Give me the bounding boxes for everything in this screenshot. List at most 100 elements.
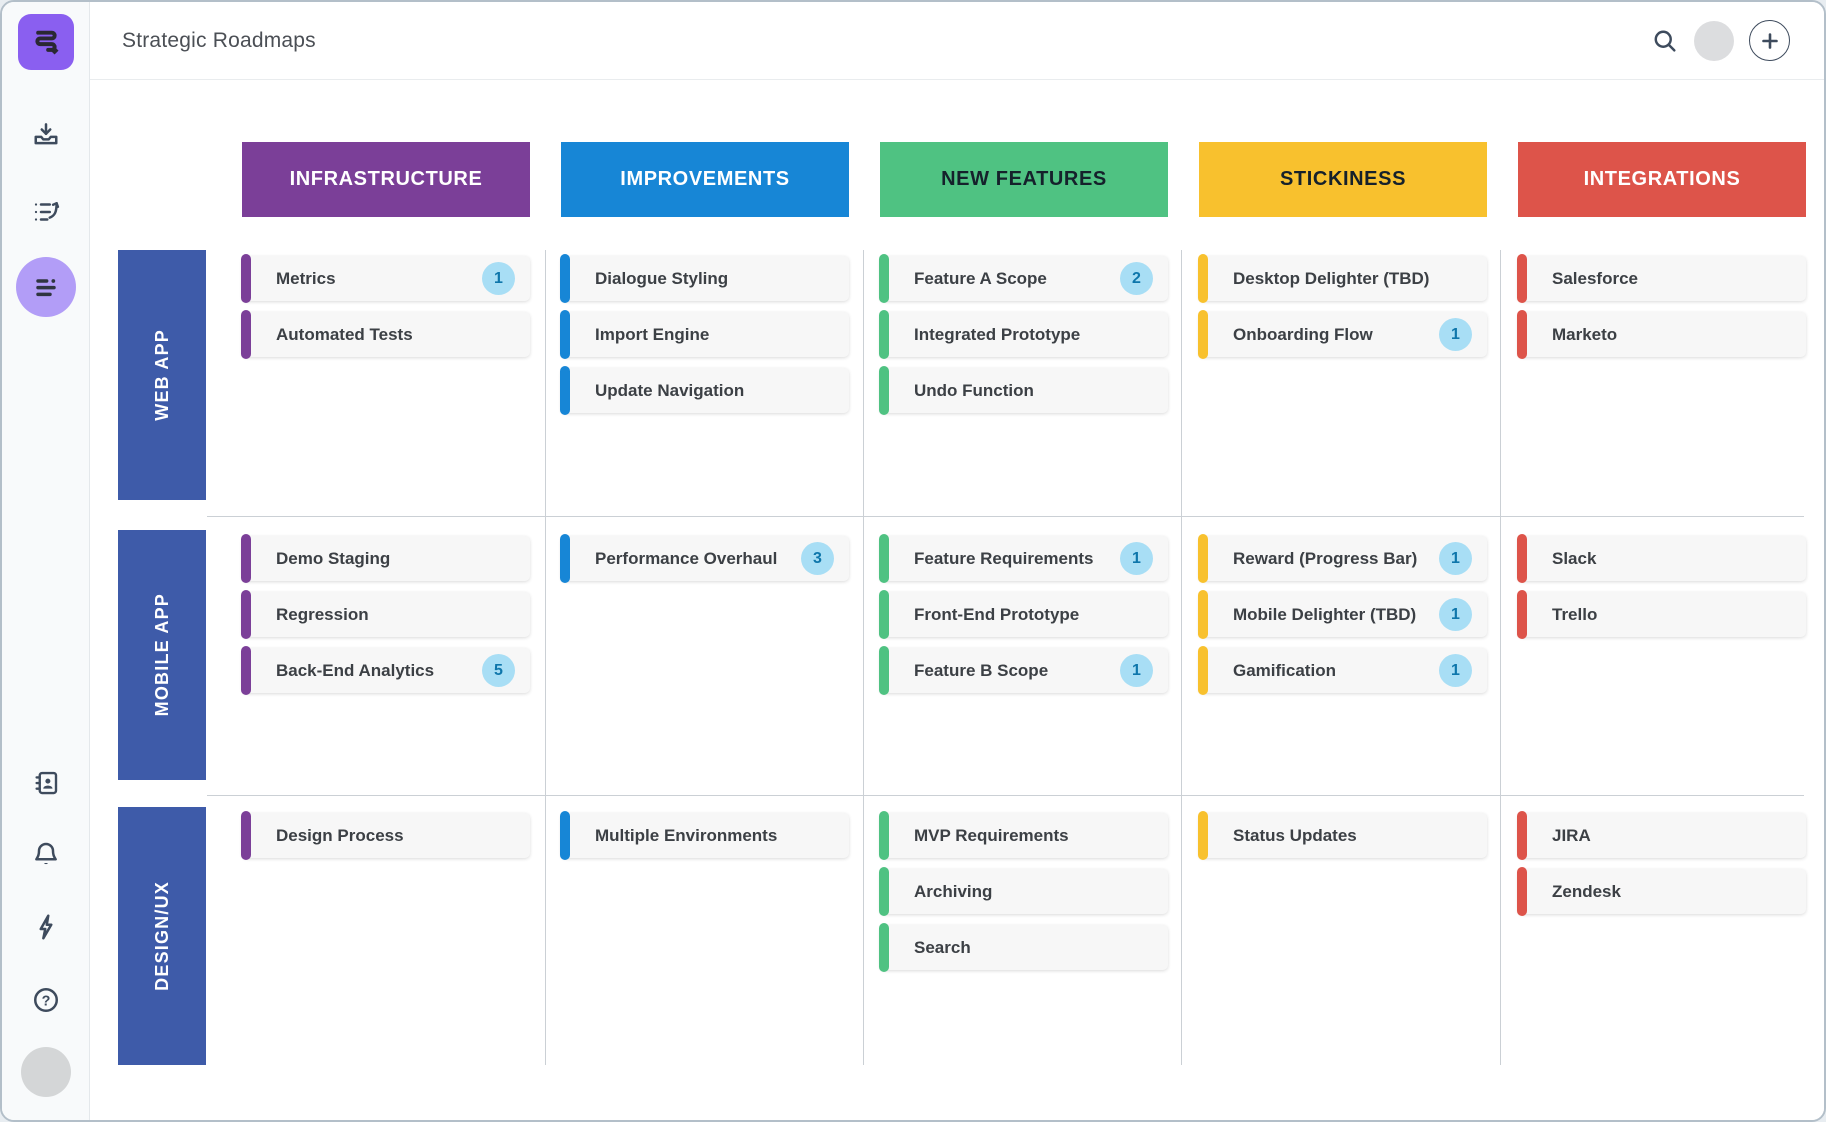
import-tray-icon[interactable] [22,111,70,159]
roadmap-card[interactable]: Zendesk [1517,867,1806,916]
row-label-web-app[interactable]: WEB APP [118,250,206,500]
card-label: MVP Requirements [914,825,1069,845]
row-label-mobile-app[interactable]: MOBILE APP [118,530,206,780]
roadmap-card[interactable]: Slack [1517,534,1806,583]
card-label: Status Updates [1233,825,1357,845]
card-label: Feature B Scope [914,660,1049,680]
row-divider [207,795,1804,796]
roadmap-card[interactable]: Design Process [241,811,530,860]
roadmap-card[interactable]: Feature B Scope 1 [879,646,1168,695]
activity-bolt-icon[interactable] [22,903,70,951]
row-label-design-ux[interactable]: DESIGN/UX [118,807,206,1065]
card-color-bar [1517,534,1527,583]
roadmap-card[interactable]: Integrated Prototype [879,310,1168,359]
roadmap-card[interactable]: Regression [241,590,530,639]
card-color-bar [879,254,889,303]
roadmap-card[interactable]: Salesforce [1517,254,1806,303]
search-icon[interactable] [1651,27,1679,55]
card-color-bar [1198,534,1208,583]
cell-design-ux-integrations: JIRA Zendesk [1517,811,1806,1065]
card-label: Archiving [914,881,993,901]
roadmap-card[interactable]: Demo Staging [241,534,530,583]
roadmap-card[interactable]: Metrics 1 [241,254,530,303]
roadmap-card[interactable]: Status Updates [1198,811,1487,860]
card-label: Demo Staging [276,548,391,568]
roadmap-card[interactable]: Automated Tests [241,310,530,359]
roadmap-card[interactable]: Trello [1517,590,1806,639]
roadmap-card[interactable]: JIRA [1517,811,1806,860]
card-label: Gamification [1233,660,1336,680]
card-count-badge: 5 [482,654,515,687]
card-label: Multiple Environments [595,825,778,845]
column-header-improvements[interactable]: IMPROVEMENTS [561,142,849,217]
roadmap-card[interactable]: Undo Function [879,366,1168,415]
cell-design-ux-stickiness: Status Updates [1198,811,1487,1065]
column-header-label: IMPROVEMENTS [620,168,790,190]
roadmap-card[interactable]: MVP Requirements [879,811,1168,860]
roadmap-card[interactable]: Front-End Prototype [879,590,1168,639]
card-color-bar [1517,590,1527,639]
card-color-bar [241,590,251,639]
swimlane-design-ux: DESIGN/UX Design Process Multiple Environm… [118,807,1806,1065]
card-label: Integrated Prototype [914,324,1081,344]
column-header-infrastructure[interactable]: INFRASTRUCTURE [242,142,530,217]
card-color-bar [1517,310,1527,359]
card-label: Slack [1552,548,1597,568]
card-color-bar [879,867,889,916]
card-color-bar [879,366,889,415]
roadmap-card[interactable]: Gamification 1 [1198,646,1487,695]
roadmap-card[interactable]: Update Navigation [560,366,849,415]
roadmap-card[interactable]: Search [879,923,1168,972]
roadmap-card[interactable]: Desktop Delighter (TBD) [1198,254,1487,303]
roadmap-swimlane-icon[interactable] [16,257,76,317]
topbar-user-avatar[interactable] [1694,20,1734,61]
help-icon[interactable]: ? [22,976,70,1024]
roadmap-card[interactable]: Mobile Delighter (TBD)1 [1198,590,1487,639]
column-header-label: INTEGRATIONS [1583,168,1741,190]
add-new-button[interactable] [1749,20,1790,61]
card-count-badge: 1 [1439,654,1472,687]
column-header-integrations[interactable]: INTEGRATIONS [1518,142,1806,217]
card-color-bar [879,534,889,583]
card-count-badge: 1 [482,262,515,295]
items-list-icon[interactable] [22,188,70,236]
notifications-bell-icon[interactable] [22,830,70,878]
column-header-stickiness[interactable]: STICKINESS [1199,142,1487,217]
roadmap-card[interactable]: Archiving [879,867,1168,916]
column-divider [1500,250,1501,1065]
card-label: Front-End Prototype [914,604,1080,624]
card-color-bar [879,811,889,860]
card-color-bar [879,646,889,695]
roadmap-card[interactable]: Dialogue Styling [560,254,849,303]
svg-text:?: ? [42,993,51,1009]
roadmap-card[interactable]: Marketo [1517,310,1806,359]
column-header-label: NEW FEATURES [941,168,1107,190]
card-label: Metrics [276,268,336,288]
card-label: Design Process [276,825,404,845]
card-count-badge: 1 [1120,654,1153,687]
card-label: Undo Function [914,380,1034,400]
contacts-book-icon[interactable] [22,759,70,807]
card-color-bar [1198,590,1208,639]
row-divider [207,516,1804,517]
roadmap-card[interactable]: Multiple Environments [560,811,849,860]
app-logo[interactable] [18,14,74,70]
column-divider [863,250,864,1065]
roadmap-card[interactable]: Import Engine [560,310,849,359]
card-color-bar [241,310,251,359]
card-label: Dialogue Styling [595,268,729,288]
column-header-new-features[interactable]: NEW FEATURES [880,142,1168,217]
sidebar-user-avatar[interactable] [21,1047,71,1097]
card-color-bar [241,534,251,583]
roadmap-card[interactable]: Reward (Progress Bar)1 [1198,534,1487,583]
